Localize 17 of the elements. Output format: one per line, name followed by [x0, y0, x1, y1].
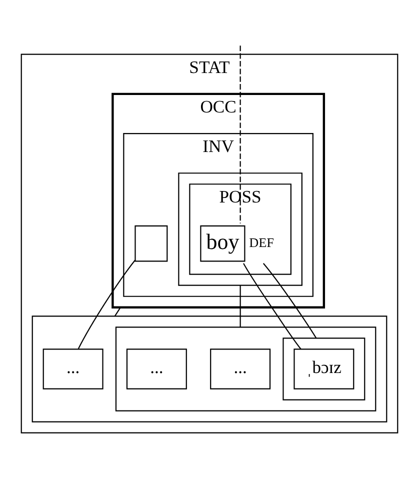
connector — [240, 46, 241, 224]
connector — [243, 263, 302, 350]
node-label: DEF — [249, 234, 274, 250]
cluster — [282, 338, 366, 400]
connector — [240, 285, 241, 328]
connector — [114, 307, 121, 316]
node-box: boy — [200, 225, 246, 262]
node-box: ... — [210, 348, 271, 390]
cluster — [32, 316, 388, 422]
node-box: ... — [42, 348, 104, 390]
cluster — [115, 326, 376, 412]
connector — [78, 260, 136, 350]
cluster — [178, 172, 302, 286]
connector — [262, 263, 317, 338]
node-box — [134, 225, 168, 262]
node-box: ˌbɔɪz — [294, 348, 354, 390]
node-box: ... — [126, 348, 187, 390]
